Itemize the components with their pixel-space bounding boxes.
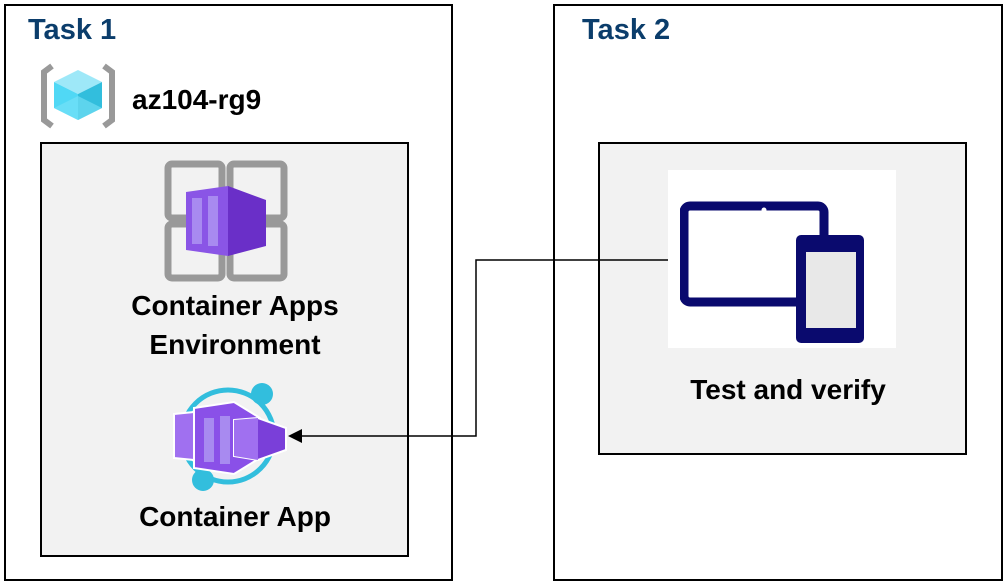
task1-title: Task 1 (28, 14, 117, 46)
test-label: Test and verify (690, 374, 886, 405)
devices-icon (680, 201, 864, 343)
container-apps-environment-icon (164, 160, 288, 282)
task1-panel (4, 4, 453, 581)
environment-label-line2: Environment (149, 329, 321, 360)
environment-label-line1: Container Apps (131, 290, 339, 321)
container-app-icon (173, 383, 287, 491)
environment-label: Container Apps Environment (40, 286, 430, 364)
task2-title: Task 2 (582, 14, 671, 46)
container-app-label: Container App (139, 501, 331, 532)
resource-group-name: az104-rg9 (132, 84, 262, 115)
resource-group-icon (41, 63, 115, 129)
task2-panel (553, 4, 1003, 581)
